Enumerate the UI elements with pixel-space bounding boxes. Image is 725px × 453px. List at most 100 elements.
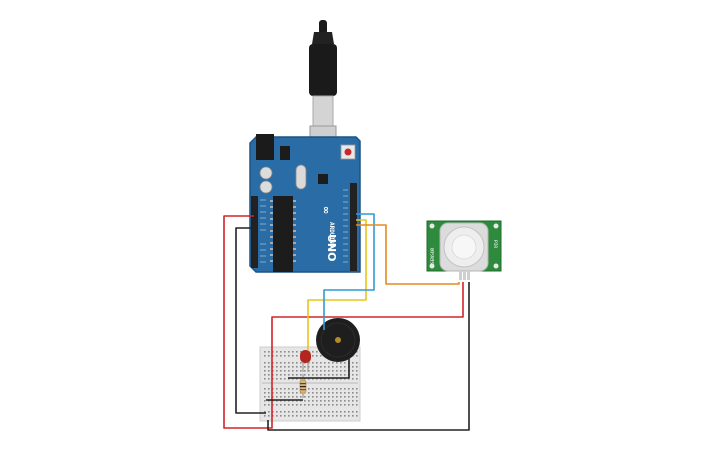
breadboard-hole bbox=[336, 370, 338, 372]
breadboard-hole bbox=[296, 351, 298, 353]
wire-red-pir-vcc[interactable] bbox=[271, 282, 464, 414]
pir-sensor[interactable]: SENSOR PIR bbox=[426, 220, 502, 280]
power-analog-pin-header[interactable] bbox=[251, 196, 258, 268]
breadboard-hole bbox=[264, 396, 266, 398]
breadboard-hole bbox=[352, 404, 354, 406]
usb-cable[interactable] bbox=[309, 20, 337, 157]
breadboard-hole bbox=[344, 415, 346, 417]
breadboard-hole bbox=[300, 366, 302, 368]
breadboard-hole bbox=[324, 415, 326, 417]
wire-black-buzzer-gnd[interactable] bbox=[288, 358, 350, 379]
breadboard-hole bbox=[352, 392, 354, 394]
wire-blue-buzzer[interactable] bbox=[323, 213, 375, 330]
breadboard-hole bbox=[336, 404, 338, 406]
breadboard-hole bbox=[292, 366, 294, 368]
piezo-buzzer[interactable] bbox=[316, 318, 360, 362]
breadboard-hole bbox=[316, 415, 318, 417]
breadboard-hole bbox=[264, 411, 266, 413]
pir-pin-1[interactable] bbox=[459, 271, 462, 280]
breadboard-hole bbox=[268, 415, 270, 417]
breadboard-hole bbox=[324, 396, 326, 398]
breadboard-hole bbox=[312, 355, 314, 357]
breadboard-hole bbox=[348, 404, 350, 406]
breadboard-hole bbox=[280, 392, 282, 394]
breadboard-hole bbox=[344, 362, 346, 364]
breadboard-hole bbox=[340, 366, 342, 368]
breadboard-hole bbox=[308, 362, 310, 364]
breadboard-hole bbox=[280, 404, 282, 406]
breadboard-hole bbox=[328, 374, 330, 376]
breadboard-hole bbox=[336, 388, 338, 390]
breadboard-hole bbox=[352, 362, 354, 364]
breadboard-hole bbox=[292, 411, 294, 413]
breadboard-hole bbox=[328, 388, 330, 390]
breadboard-hole bbox=[328, 415, 330, 417]
pin-label-marks bbox=[260, 189, 348, 263]
breadboard-hole bbox=[324, 400, 326, 402]
usb-plug-metal bbox=[312, 95, 334, 127]
breadboard-hole bbox=[264, 370, 266, 372]
breadboard-hole bbox=[300, 411, 302, 413]
wire-yellow-led[interactable] bbox=[307, 219, 367, 350]
breadboard-hole bbox=[340, 411, 342, 413]
breadboard-hole bbox=[280, 374, 282, 376]
pir-pin-2[interactable] bbox=[463, 271, 466, 280]
breadboard-hole bbox=[308, 388, 310, 390]
breadboard-hole bbox=[332, 415, 334, 417]
breadboard-hole bbox=[340, 404, 342, 406]
breadboard-hole bbox=[356, 362, 358, 364]
resistor[interactable] bbox=[299, 374, 307, 398]
wire-black-pir-gnd[interactable] bbox=[267, 282, 470, 431]
breadboard-hole bbox=[316, 400, 318, 402]
breadboard-hole bbox=[332, 392, 334, 394]
capacitor-1 bbox=[259, 166, 273, 180]
breadboard-hole bbox=[288, 415, 290, 417]
breadboard-hole bbox=[264, 392, 266, 394]
breadboard-hole bbox=[308, 411, 310, 413]
breadboard-hole bbox=[300, 396, 302, 398]
red-led[interactable] bbox=[300, 350, 311, 372]
breadboard-hole bbox=[284, 355, 286, 357]
digital-pin-header[interactable] bbox=[350, 183, 357, 271]
breadboard-hole bbox=[276, 351, 278, 353]
breadboard-hole bbox=[332, 411, 334, 413]
breadboard-hole bbox=[268, 392, 270, 394]
breadboard-hole bbox=[352, 370, 354, 372]
breadboard-hole bbox=[308, 404, 310, 406]
breadboard-hole bbox=[352, 396, 354, 398]
breadboard-hole bbox=[316, 370, 318, 372]
arduino-model-text: UNO bbox=[325, 234, 338, 262]
breadboard-hole bbox=[296, 415, 298, 417]
breadboard-hole bbox=[328, 400, 330, 402]
breadboard-hole bbox=[316, 404, 318, 406]
breadboard-hole bbox=[280, 378, 282, 380]
breadboard-hole bbox=[356, 396, 358, 398]
buzzer-ring bbox=[320, 322, 356, 358]
breadboard-hole bbox=[324, 411, 326, 413]
breadboard-hole bbox=[328, 366, 330, 368]
breadboard-hole bbox=[316, 411, 318, 413]
pir-mount-hole-1 bbox=[429, 223, 435, 229]
breadboard-hole bbox=[296, 396, 298, 398]
breadboard-hole bbox=[328, 392, 330, 394]
pir-pin-3[interactable] bbox=[467, 271, 470, 280]
breadboard-hole bbox=[284, 392, 286, 394]
power-jack bbox=[256, 134, 274, 160]
breadboard-hole bbox=[348, 392, 350, 394]
wire-black-gnd[interactable] bbox=[235, 227, 266, 414]
resistor-band-1 bbox=[300, 383, 306, 385]
breadboard-hole bbox=[328, 396, 330, 398]
breadboard-hole bbox=[292, 404, 294, 406]
breadboard-hole bbox=[344, 374, 346, 376]
wire-orange-pir-signal[interactable] bbox=[356, 224, 460, 285]
breadboard-hole bbox=[300, 374, 302, 376]
breadboard-hole bbox=[348, 388, 350, 390]
wire-red-5v[interactable] bbox=[223, 215, 273, 429]
breadboard-hole bbox=[288, 362, 290, 364]
breadboard-hole bbox=[292, 362, 294, 364]
arduino-uno-board[interactable]: ARDUINO UNO ∞ bbox=[249, 134, 361, 273]
resistor-band-2 bbox=[300, 386, 306, 388]
breadboard-hole bbox=[288, 396, 290, 398]
breadboard-hole bbox=[264, 374, 266, 376]
breadboard-hole bbox=[320, 392, 322, 394]
